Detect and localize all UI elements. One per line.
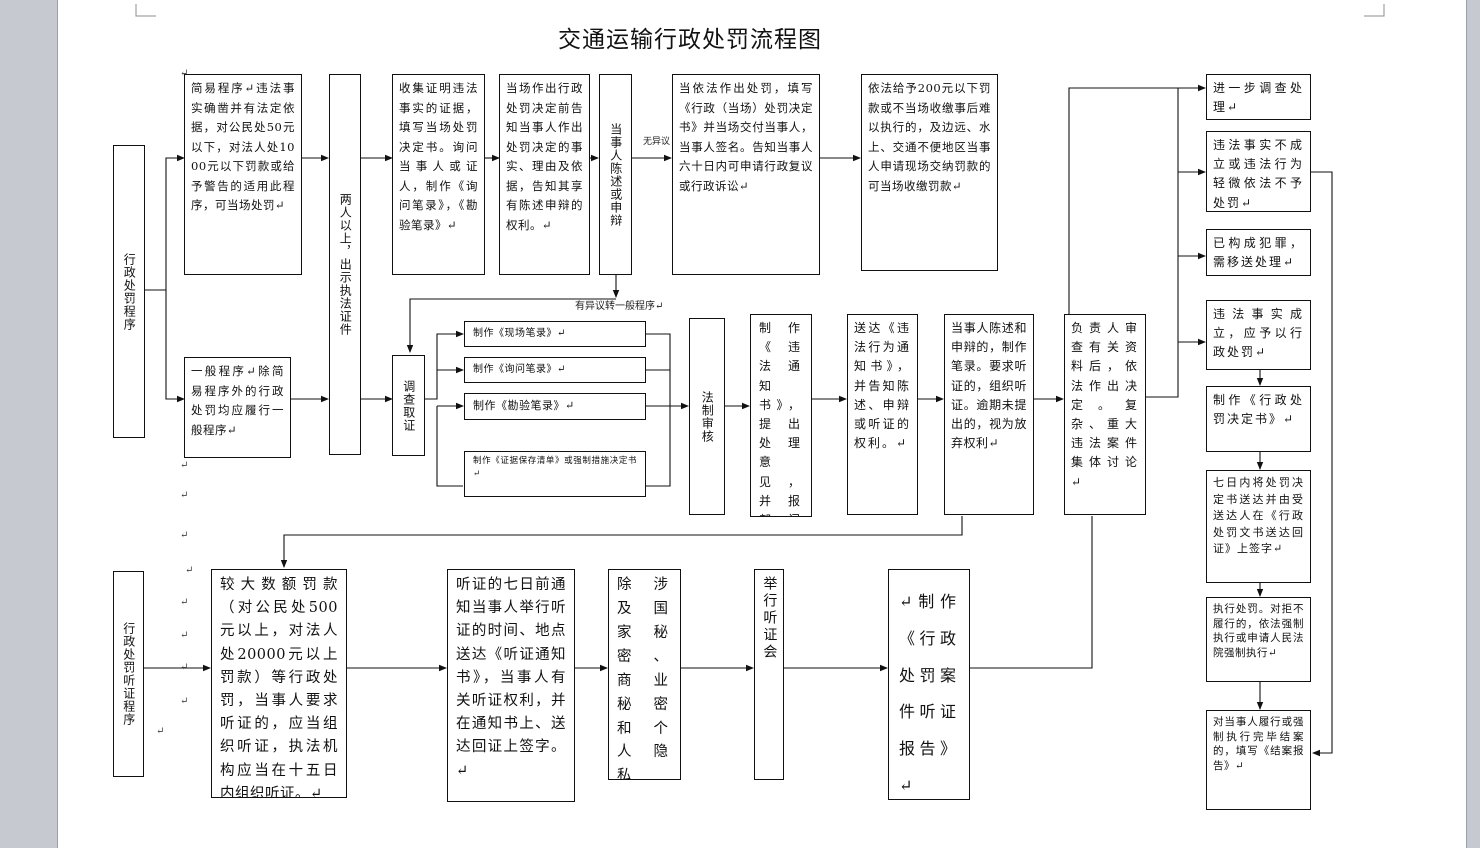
party-defend-box: 当事人陈述和申辩的，制作笔录。要求听证的，组织听证。逾期未提出的，视为放弃权利↵ <box>944 314 1034 515</box>
paragraph-mark: ↵ <box>180 68 188 79</box>
leader-review-box: 负责人审查有关资料后，依法作出决定。复杂、重大违法案件集体讨论↵ <box>1064 314 1146 515</box>
collect-evidence-text: 收集证明违法事实的证据，填写当场处罚决定书。询问当事人或证人，制作《询问笔录》，… <box>399 81 478 232</box>
close-case-text: 对当事人履行或强制执行完毕结案的，填写《结案报告》↵ <box>1213 716 1304 773</box>
collect-on-spot-box: 依法给予200元以下罚款或不当场收缴事后难以执行的，及边远、水上、交通不便地区当… <box>861 74 998 271</box>
large-fine-box: 较大数额罚款（对公民处500元以上，对法人处20000元以上罚款）等行政处罚，当… <box>211 569 347 798</box>
deliver-notice-box: 送达《违法行为通知书》，并告知陈述、申辩或听证的权利。↵ <box>847 314 918 515</box>
legal-review-box: 法制审核 <box>689 318 725 515</box>
inform-before-box: 当场作出行政处罚决定前告知当事人作出处罚决定的事实、理由及依据，告知其享有陈述申… <box>499 74 590 275</box>
hearing-procedure-box: 行政处罚听证程序 <box>113 571 144 777</box>
admin-penalty-procedure-box: 行政处罚程序 <box>113 145 145 438</box>
make-notice-text: 制作《违法通知书》，提出处理意见，并报部门负责人审查↵ <box>759 321 803 516</box>
hearing-report-box: ↵制作《行政处罚案件听证报告》↵ <box>888 569 970 800</box>
paragraph-mark: ↵ <box>180 460 189 471</box>
make-decision-box: 制作《行政处罚决定书》↵ <box>1206 386 1311 452</box>
paragraph-mark: ↵ <box>180 530 189 541</box>
hearing-notice-text: 听证的七日前通知当事人举行听证的时间、地点送达《听证通知书》，当事人有关听证权利… <box>456 577 566 779</box>
execute-text: 执行处罚。对拒不履行的，依法强制执行或申请人民法院强制执行↵ <box>1213 603 1304 660</box>
deliver-notice-text: 送达《违法行为通知书》，并告知陈述、申辩或听证的权利。↵ <box>854 321 911 451</box>
large-fine-text: 较大数额罚款（对公民处500元以上，对法人处20000元以上罚款）等行政处罚，当… <box>220 577 338 798</box>
no-penalty-box: 违法事实不成立或违法行为轻微依法不予处罚↵ <box>1206 131 1311 212</box>
public-hearing-text: 除涉及国家秘密、商业秘密和个人隐私外，听证公开举行↵ <box>617 577 672 780</box>
inform-before-text: 当场作出行政处罚决定前告知当事人作出处罚决定的事实、理由及依据，告知其享有陈述申… <box>506 81 583 232</box>
paragraph-mark: ↵ <box>185 565 194 576</box>
paragraph-mark: ↵ <box>180 662 189 673</box>
two-officers-text: 两人以上，出示执法证件 <box>338 193 353 336</box>
further-investigate-text: 进一步调查处理↵ <box>1213 81 1304 115</box>
hearing-notice-box: 听证的七日前通知当事人举行听证的时间、地点送达《听证通知书》，当事人有关听证权利… <box>447 569 575 802</box>
further-investigate-box: 进一步调查处理↵ <box>1206 74 1311 120</box>
hold-hearing-text: 举行听证会 <box>761 576 778 661</box>
record-survey-text: 制作《勘验笔录》↵ <box>473 399 575 412</box>
hold-hearing-box: 举行听证会 <box>754 569 784 780</box>
hearing-report-text: ↵制作《行政处罚案件听证报告》↵ <box>899 592 959 795</box>
facts-established-text: 违法事实成立，应予以行政处罚↵ <box>1213 307 1304 360</box>
on-spot-decision-box: 当依法作出处罚，填写《行政（当场）处罚决定书》并当场交付当事人，当事人签名。告知… <box>672 74 820 275</box>
simple-procedure-text: 简易程序↵违法事实确凿并有法定依据，对公民处50元以下，对法人处1000元以下罚… <box>191 81 295 213</box>
paragraph-mark: ↵ <box>156 726 165 737</box>
admin-penalty-procedure-label: 行政处罚程序 <box>122 252 137 331</box>
public-hearing-box: 除涉及国家秘密、商业秘密和个人隐私外，听证公开举行↵ <box>608 569 681 780</box>
close-case-box: 对当事人履行或强制执行完毕结案的，填写《结案报告》↵ <box>1206 710 1311 810</box>
party-defend-text: 当事人陈述和申辩的，制作笔录。要求听证的，组织听证。逾期未提出的，视为放弃权利↵ <box>951 321 1027 451</box>
collect-evidence-box: 收集证明违法事实的证据，填写当场处罚决定书。询问当事人或证人，制作《询问笔录》，… <box>392 74 485 275</box>
paragraph-mark: ↵ <box>180 490 189 501</box>
record-evidence-box: 制作《证据保存清单》或强制措施决定书↵ <box>464 451 646 497</box>
make-decision-text: 制作《行政处罚决定书》↵ <box>1213 393 1304 427</box>
no-objection-label: 无异议 <box>643 137 671 147</box>
page-title: 交通运输行政处罚流程图 <box>558 27 822 53</box>
investigate-text: 调查取证 <box>401 379 416 432</box>
general-procedure-box: 一般程序↵除简易程序外的行政处罚均应履行一般程序↵ <box>184 357 291 458</box>
record-scene-box: 制作《现场笔录》↵ <box>464 321 646 347</box>
facts-established-box: 违法事实成立，应予以行政处罚↵ <box>1206 300 1311 370</box>
paragraph-mark: ↵ <box>180 696 189 707</box>
paragraph-mark: ↵ <box>180 597 189 608</box>
party-statement-box: 当事人陈述或申辩 <box>599 74 632 275</box>
simple-procedure-box: 简易程序↵违法事实确凿并有法定依据，对公民处50元以下，对法人处1000元以下罚… <box>184 74 302 275</box>
make-notice-box: 制作《违法通知书》，提出处理意见，并报部门负责人审查↵ <box>750 314 812 517</box>
objection-transfer-label: 有异议转一般程序↵ <box>575 301 664 312</box>
record-evidence-text: 制作《证据保存清单》或强制措施决定书↵ <box>473 456 637 479</box>
paragraph-mark: ↵ <box>180 630 189 641</box>
two-officers-box: 两人以上，出示执法证件 <box>329 74 361 455</box>
record-survey-box: 制作《勘验笔录》↵ <box>464 393 646 420</box>
hearing-procedure-text: 行政处罚听证程序 <box>121 622 136 726</box>
investigate-box: 调查取证 <box>392 355 425 456</box>
execute-box: 执行处罚。对拒不履行的，依法强制执行或申请人民法院强制执行↵ <box>1206 597 1311 682</box>
on-spot-decision-text: 当依法作出处罚，填写《行政（当场）处罚决定书》并当场交付当事人，当事人签名。告知… <box>679 81 813 193</box>
transfer-judicial-text: 已构成犯罪，需移送处理↵ <box>1213 236 1304 270</box>
leader-review-text: 负责人审查有关资料后，依法作出决定。复杂、重大违法案件集体讨论↵ <box>1071 321 1139 489</box>
deliver-decision-box: 七日内将处罚决定书送达并由受送达人在《行政处罚文书送达回证》上签字↵ <box>1206 470 1311 583</box>
record-scene-text: 制作《现场笔录》↵ <box>473 328 566 339</box>
record-inquiry-box: 制作《询问笔录》↵ <box>464 357 646 383</box>
no-penalty-text: 违法事实不成立或违法行为轻微依法不予处罚↵ <box>1213 138 1304 210</box>
party-statement-text: 当事人陈述或申辩 <box>608 122 623 227</box>
collect-on-spot-text: 依法给予200元以下罚款或不当场收缴事后难以执行的，及边远、水上、交通不便地区当… <box>868 81 991 193</box>
legal-review-text: 法制审核 <box>700 390 715 443</box>
record-inquiry-text: 制作《询问笔录》↵ <box>473 364 566 375</box>
transfer-judicial-box: 已构成犯罪，需移送处理↵ <box>1206 229 1311 276</box>
deliver-decision-text: 七日内将处罚决定书送达并由受送达人在《行政处罚文书送达回证》上签字↵ <box>1213 476 1304 555</box>
general-procedure-text: 一般程序↵除简易程序外的行政处罚均应履行一般程序↵ <box>191 364 284 437</box>
